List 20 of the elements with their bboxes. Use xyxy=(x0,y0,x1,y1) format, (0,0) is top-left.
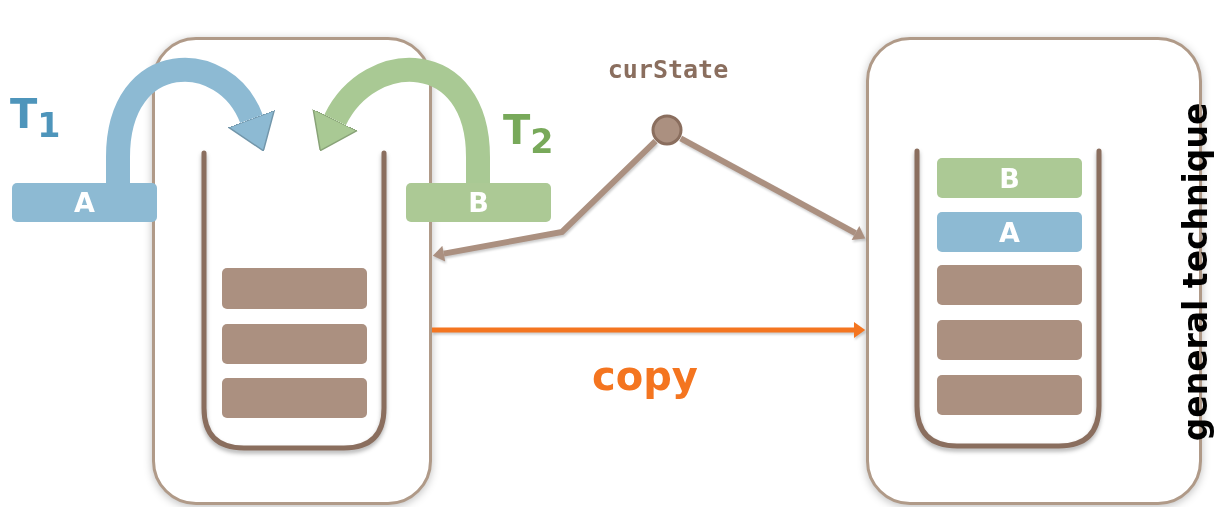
stack-frame-bar: A xyxy=(937,212,1082,252)
stack-frame-bar xyxy=(222,268,367,309)
arrow xyxy=(432,322,866,338)
stack-frame xyxy=(152,37,432,505)
variable-name: curState xyxy=(606,55,730,84)
stack-frame-bar xyxy=(222,324,367,364)
arrow xyxy=(679,135,866,241)
stack-frame-bar xyxy=(937,320,1082,360)
arrow xyxy=(432,139,658,262)
stack-container xyxy=(913,148,1103,450)
stack-frame-bar xyxy=(937,375,1082,415)
stack-frame-bar xyxy=(937,265,1082,305)
thread-label: T$_{1}$ xyxy=(10,94,61,143)
stack-frame-bar: B xyxy=(406,183,551,222)
stack-frame-bar: A xyxy=(12,183,157,222)
stack-frame-bar: B xyxy=(937,158,1082,198)
stack-frame-bar xyxy=(222,378,367,418)
thread-label: T$_{2}$ xyxy=(503,110,554,159)
stack-container xyxy=(200,150,388,452)
vertical-title: general technique xyxy=(1178,102,1212,442)
